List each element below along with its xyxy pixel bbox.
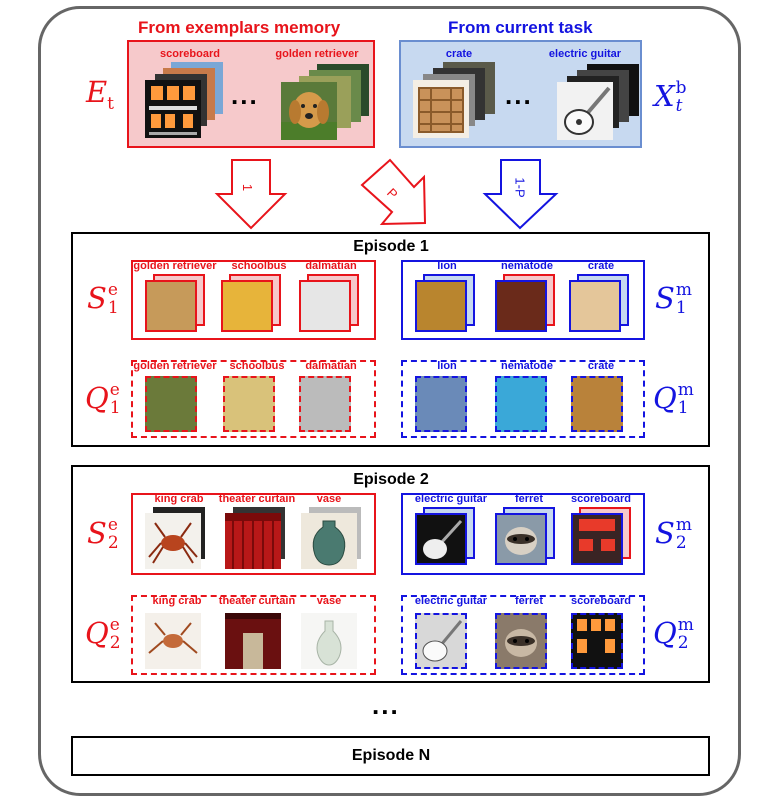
e1-q-crate-image [571,376,623,432]
e2-q-m-label-1: ferret [514,595,544,607]
memory-label-golden-retriever: golden retriever [275,48,359,60]
episode-1-support-current-set: lion nematode crate [401,260,645,340]
e2-king-crab-image [145,513,201,569]
e2-s-m-label-2: scoreboard [571,493,631,505]
current-task-box: crate electric guitar ... [399,40,642,148]
e1-golden-retriever-image [145,280,197,332]
episode-1-title: Episode 1 [353,238,429,255]
e2-vase-image [301,513,357,569]
e2-ferret-image [495,513,547,565]
e2-electric-guitar-image [415,513,467,565]
exemplars-symbol: Et [86,75,115,114]
e2-s-e-label-0: king crab [154,493,204,505]
episode-n-panel: Episode N [71,736,710,776]
e1-s-m-label-1: nematode [501,260,553,272]
e2-s-e-label-1: theater curtain [218,493,296,505]
e2-q-e-label-1: theater curtain [218,595,296,607]
episode-1-query-exemplar-set: golden retriever schoolbus dalmatian [131,360,376,438]
current-label-electric-guitar: electric guitar [548,48,622,60]
episode-2-support-current-set: electric guitar ferret scoreboard [401,493,645,575]
e2-q-theater-curtain-image [225,613,281,669]
scoreboard-image [145,80,201,138]
episode-2-query-current-set: electric guitar ferret scoreboard [401,595,645,675]
e1-s-e-label-1: schoolbus [231,260,287,272]
e2-s-e-label-2: vase [316,493,342,505]
e2-q-king-crab-image [145,613,201,669]
e2-q-e-label-2: vase [316,595,342,607]
episode-1-query-current-set: lion nematode crate [401,360,645,438]
e2-s-m-label-0: electric guitar [414,493,488,505]
e2-q-vase-image [301,613,357,669]
episode-1-support-exemplar-set: golden retriever schoolbus dalmatian [131,260,376,340]
e2-s-m-label-1: ferret [514,493,544,505]
current-ellipsis: ... [505,80,533,110]
exemplars-memory-box: scoreboard golden retriever ... [127,40,375,148]
e1-q-e-label-0: golden retriever [133,360,217,372]
arrow-current-to-current [482,159,559,230]
e1-q-m-label-1: nematode [501,360,553,372]
e1-q-lion-image [415,376,467,432]
memory-ellipsis: ... [231,80,259,110]
current-task-title: From current task [448,18,593,37]
e1-s-m-label-2: crate [587,260,615,272]
arrow-label-one-minus-p: 1-P [512,177,528,198]
e1-schoolbus-image [221,280,273,332]
episode-n-title: Episode N [351,747,431,764]
e1-q-golden-retriever-image [145,376,197,432]
exemplars-memory-title: From exemplars memory [138,18,341,37]
episode-2-support-exemplar-set: king crab theater curtain vase [131,493,376,575]
crate-image [413,80,469,138]
e1-crate-image [569,280,621,332]
episode-2-query-exemplar-set: king crab theater curtain vase [131,595,376,675]
e2-q-electric-guitar-image [415,613,467,669]
e1-s-e-label-2: dalmatian [305,260,357,272]
e1-q-e-label-1: schoolbus [229,360,285,372]
e2-theater-curtain-image [225,513,281,569]
e2-q-m-label-2: scoreboard [571,595,631,607]
e1-q-m-label-2: crate [587,360,615,372]
e1-q-schoolbus-image [223,376,275,432]
e2-q-e-label-0: king crab [152,595,202,607]
e1-q-m-label-0: lion [437,360,457,372]
e2-scoreboard-image [571,513,623,565]
e1-s-m-label-0: lion [437,260,457,272]
e1-q-e-label-2: dalmatian [305,360,357,372]
e1-dalmatian-image [299,280,351,332]
e2-q-scoreboard-image [571,613,623,669]
episode-2-title: Episode 2 [353,471,429,488]
arrow-label-one: 1 [240,183,256,192]
golden-retriever-image [281,82,337,140]
electric-guitar-image [557,82,613,140]
arrow-exemplar-to-exemplar [214,159,288,230]
current-label-crate: crate [445,48,473,60]
e1-s-e-label-0: golden retriever [133,260,217,272]
e1-nematode-image [495,280,547,332]
e2-q-ferret-image [495,613,547,669]
memory-label-scoreboard: scoreboard [160,48,220,60]
e2-q-m-label-0: electric guitar [414,595,488,607]
e1-q-dalmatian-image [299,376,351,432]
e1-q-nematode-image [495,376,547,432]
episodes-ellipsis: ... [372,690,400,720]
e1-lion-image [415,280,467,332]
arrow-exemplar-to-current [360,158,427,226]
